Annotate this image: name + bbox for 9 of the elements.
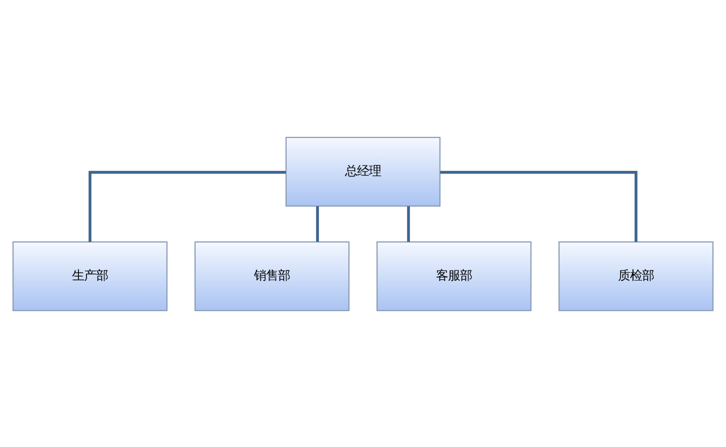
node-box: 客服部 — [376, 240, 532, 311]
node-box: 质检部 — [558, 240, 714, 311]
node-box: 总经理 — [285, 136, 441, 206]
connector — [88, 170, 286, 242]
connector — [316, 206, 319, 242]
node-box: 生产部 — [12, 240, 168, 311]
connector — [440, 170, 638, 242]
connector — [407, 206, 410, 242]
node-box: 销售部 — [194, 240, 350, 311]
